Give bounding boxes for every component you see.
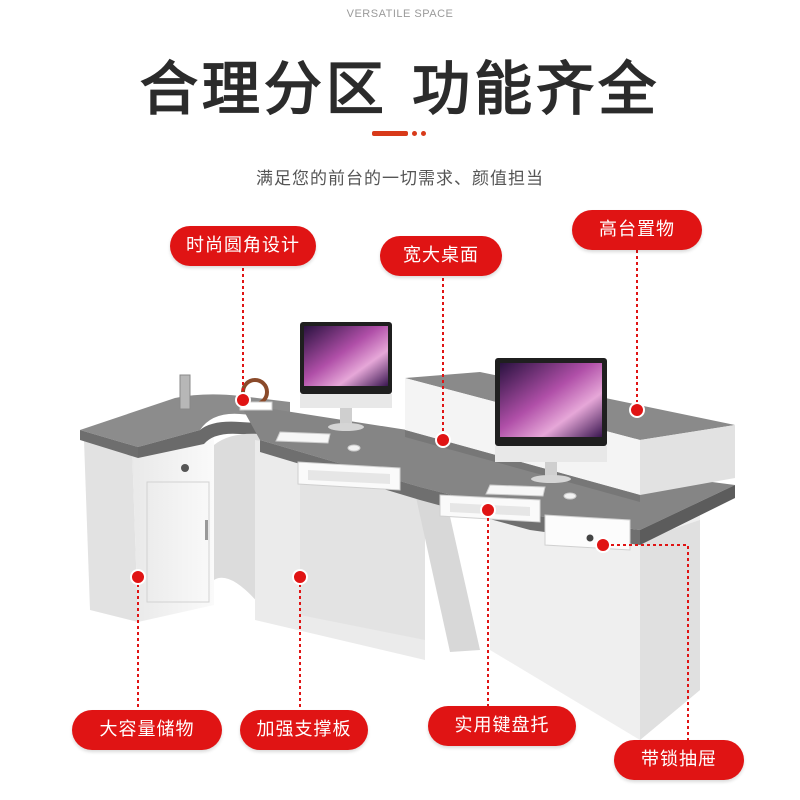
callout-rounded-corner: 时尚圆角设计: [170, 226, 316, 266]
page-title: 合理分区 功能齐全: [139, 55, 661, 123]
title-divider: [372, 131, 428, 136]
left-storage-cabinet: [84, 438, 214, 622]
monitor-left: [275, 322, 392, 452]
callout-keyboard-tray: 实用键盘托: [428, 706, 576, 746]
eyebrow-text: VERSATILE SPACE: [346, 8, 454, 20]
callout-wide-desktop: 宽大桌面: [380, 236, 502, 276]
monitor-right: [485, 358, 607, 500]
left-countertop: [80, 394, 290, 447]
page-subtitle: 满足您的前台的一切需求、颜值担当: [256, 169, 544, 189]
callout-storage: 大容量储物: [72, 710, 222, 750]
lock-icon: [181, 464, 189, 472]
callout-support-board: 加强支撑板: [240, 710, 368, 750]
callout-lock-drawer: 带锁抽屉: [614, 740, 744, 780]
main-countertop: [240, 404, 735, 530]
callout-markers: [130, 392, 645, 585]
callout-leaders: [137, 250, 689, 740]
callout-high-shelf: 高台置物: [572, 210, 702, 250]
